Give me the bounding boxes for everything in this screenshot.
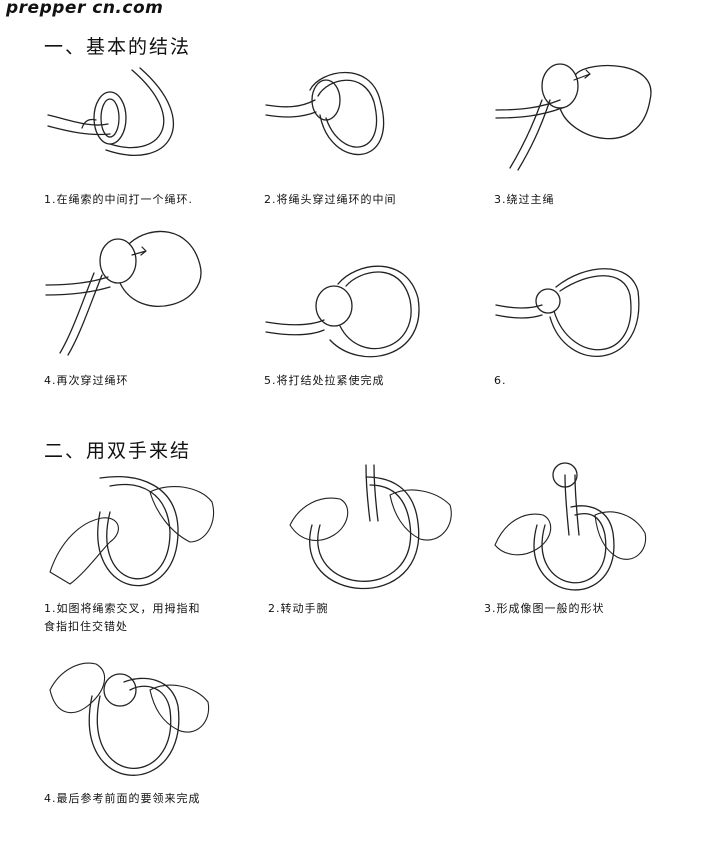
figure-1-2-pass-end	[265, 72, 385, 156]
figure-1-1-loop	[47, 67, 174, 156]
figure-2-4-finish	[49, 662, 210, 776]
figure-2-1-cross-hold	[49, 476, 214, 587]
step-1-1-caption: 1.在绳索的中间打一个绳环.	[44, 193, 193, 206]
step-1-6-caption: 6.	[494, 374, 507, 387]
step-2-4-caption: 4.最后参考前面的要领来完成	[44, 792, 201, 805]
figure-1-5-tighten	[265, 265, 420, 358]
section-2-title: 二、用双手来结	[44, 440, 192, 462]
figure-2-2-turn-wrist	[289, 464, 452, 590]
step-1-3-caption: 3.绕过主绳	[494, 193, 555, 206]
figure-1-3-around-main	[495, 63, 652, 171]
section-1-title: 一、基本的结法	[44, 36, 192, 58]
step-1-4-caption: 4.再次穿过绳环	[44, 374, 129, 387]
figure-1-4-through-again	[45, 230, 202, 356]
step-2-2-caption: 2.转动手腕	[268, 602, 329, 615]
site-watermark: prepper cn.com	[6, 0, 164, 18]
step-1-5-caption: 5.将打结处拉紧使完成	[264, 374, 385, 387]
figure-1-6-finished	[495, 268, 640, 357]
step-2-3-caption: 3.形成像图一般的形状	[484, 602, 605, 615]
step-2-1-caption-line-2: 食指扣住交错处	[44, 620, 128, 633]
step-2-1-caption-line-1: 1.如图将绳索交叉，用拇指和	[44, 602, 201, 615]
figure-2-3-form-shape	[494, 462, 647, 591]
step-1-2-caption: 2.将绳头穿过绳环的中间	[264, 193, 397, 206]
